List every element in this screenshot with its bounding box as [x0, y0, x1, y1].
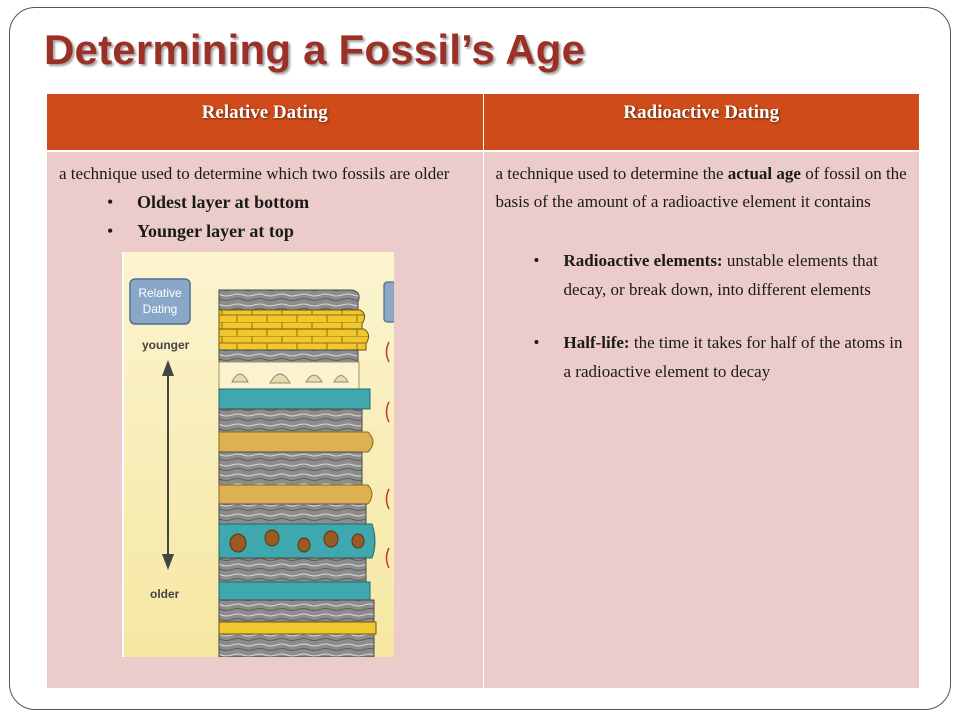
bullet-definition: unstable elements that decay, or break d…	[563, 251, 878, 299]
slide-title: Determining a Fossil’s Age	[44, 26, 586, 73]
older-label: older	[150, 587, 180, 601]
relative-dating-cell: a technique used to determine which two …	[47, 150, 484, 688]
table-body-row: a technique used to determine which two …	[47, 150, 919, 688]
diagram-box-label-2: Dating	[143, 302, 178, 316]
header-radioactive-dating: Radioactive Dating	[483, 94, 919, 151]
bullet-younger-layer: Younger layer at top	[107, 217, 473, 246]
radioactive-dating-description: a technique used to determine the actual…	[496, 160, 910, 216]
radioactive-desc-part1: a technique used to determine the	[495, 164, 728, 183]
slide-frame	[9, 7, 951, 710]
bullet-term: Radioactive elements:	[563, 251, 723, 270]
bullet-definition: the time it takes for half of the atoms …	[563, 333, 903, 381]
younger-label: younger	[142, 338, 190, 352]
radioactive-desc-bold: actual age	[727, 164, 801, 183]
radioactive-desc-part2: of fossil on the basis of the amount of …	[495, 164, 907, 211]
diagram-box-label-1: Relative	[138, 286, 182, 300]
radioactive-dating-bullets: Radioactive elements: unstable elements …	[496, 246, 910, 386]
rock-strata-diagram: Relative Dating younger older	[122, 252, 394, 657]
radioactive-dating-cell: a technique used to determine the actual…	[483, 150, 919, 688]
dating-table: Relative Dating Radioactive Dating a tec…	[47, 94, 919, 688]
bullet-oldest-layer: Oldest layer at bottom	[107, 188, 473, 217]
relative-dating-bullets: Oldest layer at bottom Younger layer at …	[59, 188, 473, 246]
header-relative-dating: Relative Dating	[47, 94, 484, 151]
relative-dating-description: a technique used to determine which two …	[59, 164, 450, 183]
bullet-radioactive-elements: Radioactive elements: unstable elements …	[534, 246, 910, 304]
table-header-row: Relative Dating Radioactive Dating	[47, 94, 919, 151]
bullet-term: Half-life:	[563, 333, 630, 352]
bullet-half-life: Half-life: the time it takes for half of…	[534, 328, 910, 386]
